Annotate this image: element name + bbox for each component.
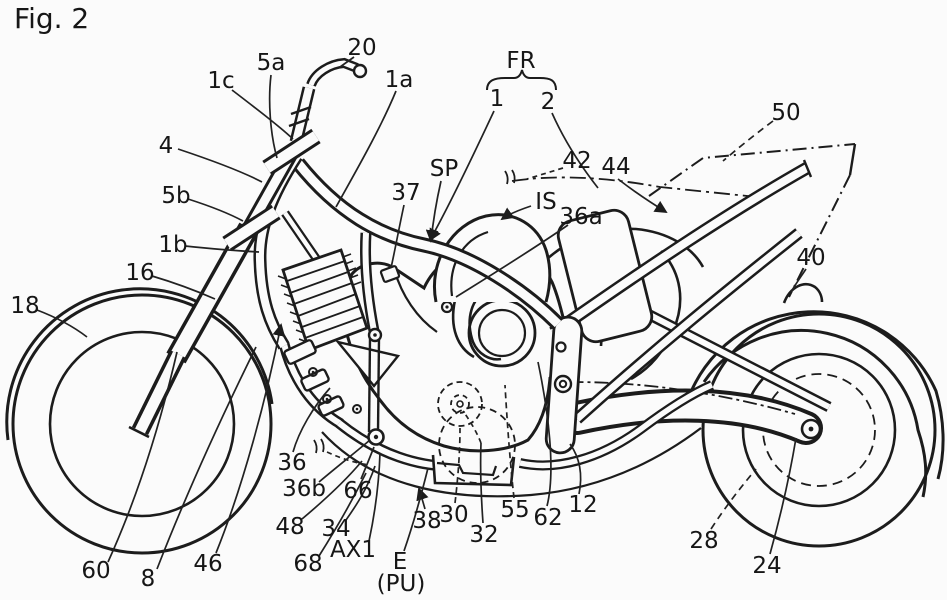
ref-label-68: 68 [293, 551, 322, 577]
handlebar [306, 57, 368, 88]
cable-clamp [379, 265, 401, 283]
ref-label-36b: 36b [282, 476, 326, 502]
linkage-cluster [283, 265, 401, 446]
ref-label-1c: 1c [207, 68, 234, 94]
ref-label-24: 24 [752, 553, 781, 579]
ref-label-66: 66 [343, 478, 372, 504]
ref-label-1b: 1b [158, 232, 187, 258]
grip-end [352, 63, 368, 79]
ref-label-e: E [393, 549, 408, 575]
step-bracket [431, 454, 516, 487]
radiator-fins [286, 260, 364, 339]
ditto-marks [313, 169, 516, 454]
ref-label-38: 38 [412, 508, 441, 534]
ref-label-30: 30 [439, 502, 468, 528]
ref-label-pu: (PU) [377, 571, 426, 597]
ref-label-8: 8 [141, 566, 156, 592]
crankcase-hidden-line [438, 406, 516, 484]
front-sprocket-hidden-line [437, 381, 483, 427]
ref-label-ax1: AX1 [330, 537, 376, 563]
subframe [549, 159, 813, 424]
fender-mount-tab [782, 283, 824, 304]
ref-label-28: 28 [689, 528, 718, 554]
ref-label-48: 48 [275, 514, 304, 540]
ref-label-5b: 5b [161, 183, 190, 209]
ref-label-37: 37 [391, 180, 420, 206]
ref-label-is: IS [535, 189, 556, 215]
ref-label-36: 36 [277, 450, 306, 476]
radiator-comb-ticks [277, 253, 362, 343]
ref-label-4: 4 [159, 133, 174, 159]
front-fork [128, 86, 321, 439]
ref-label-34: 34 [321, 516, 350, 542]
rear-wheel [701, 312, 937, 548]
ref-label-44: 44 [601, 154, 630, 180]
ref-label-46: 46 [193, 551, 222, 577]
ref-label-60: 60 [81, 558, 110, 584]
ref-label-32: 32 [469, 522, 498, 548]
tail-cowl-outline [648, 143, 857, 298]
radiator [277, 248, 369, 352]
ref-label-40: 40 [796, 245, 825, 271]
figure-title: Fig. 2 [14, 2, 89, 35]
ref-label-50: 50 [771, 100, 800, 126]
ref-label-2: 2 [541, 89, 556, 115]
pivot-plate [544, 315, 584, 455]
rear-sprocket-hidden-line [762, 373, 876, 487]
ref-label-36a: 36a [559, 204, 602, 230]
ref-label-42: 42 [562, 148, 591, 174]
ref-label-1: 1 [490, 86, 505, 112]
ref-label-5a: 5a [257, 50, 286, 76]
fr-brace [486, 69, 557, 91]
ref-label-18: 18 [10, 293, 39, 319]
leader-lines [36, 56, 807, 570]
ref-label-sp: SP [430, 156, 459, 182]
swingarm [560, 388, 823, 445]
front-fender [5, 287, 274, 441]
ref-label-55: 55 [500, 497, 529, 523]
ref-label-16: 16 [125, 260, 154, 286]
ref-label-12: 12 [568, 492, 597, 518]
ref-label-20: 20 [347, 35, 376, 61]
ref-label-fr: FR [506, 48, 535, 74]
ref-label-62: 62 [533, 505, 562, 531]
ref-label-1a: 1a [385, 67, 414, 93]
